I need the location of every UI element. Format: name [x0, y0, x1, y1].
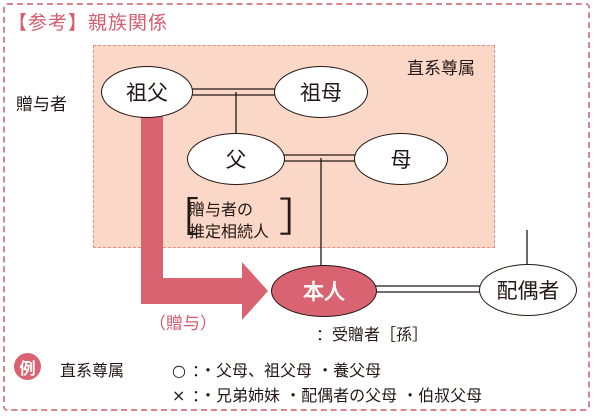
giver-note-line1: 贈与者の: [189, 200, 254, 219]
gift-label: （贈与）: [149, 314, 217, 334]
spouse-node: 配偶者: [479, 264, 577, 316]
example-included: ○ ：・父母、祖父母 ・養父母: [172, 357, 381, 381]
giver-note: 贈与者の 推定相続人: [189, 199, 269, 243]
example-excluded: × ：・兄弟姉妹 ・配偶者の父母 ・伯叔父母: [172, 382, 482, 406]
spouse-label: 配偶者: [496, 279, 560, 303]
self-node: 本人: [271, 265, 377, 317]
father-label: 父: [225, 148, 247, 172]
included-mark: ○: [172, 361, 186, 380]
example-term: 直系尊属: [60, 361, 125, 380]
father-node: 父: [187, 133, 285, 185]
grandfather-node: 祖父: [101, 66, 193, 118]
grandmother-node: 祖母: [274, 66, 368, 118]
giver-note-close-bracket: ］: [279, 195, 319, 241]
excluded-text: ：・兄弟姉妹 ・配偶者の父母 ・伯叔父母: [192, 386, 483, 405]
gift-arrow: [141, 112, 268, 320]
included-text: ：・父母、祖父母 ・養父母: [192, 361, 382, 380]
mother-label: 母: [390, 148, 412, 172]
example-badge: 例: [14, 353, 41, 380]
excluded-mark: ×: [172, 386, 186, 405]
lineal-ascendants-label: 直系尊属: [407, 59, 475, 79]
mother-node: 母: [354, 133, 448, 185]
self-label: 本人: [303, 280, 345, 304]
grandmother-label: 祖母: [300, 81, 342, 105]
giver-label: 贈与者: [16, 95, 67, 115]
page-title: 【参考】親族関係: [8, 12, 169, 34]
recipient-label: ：受贈者［孫］: [316, 325, 429, 344]
grandfather-label: 祖父: [126, 81, 168, 105]
giver-note-line2: 推定相続人: [189, 222, 270, 241]
giver-note-open-bracket: ［: [159, 195, 199, 241]
